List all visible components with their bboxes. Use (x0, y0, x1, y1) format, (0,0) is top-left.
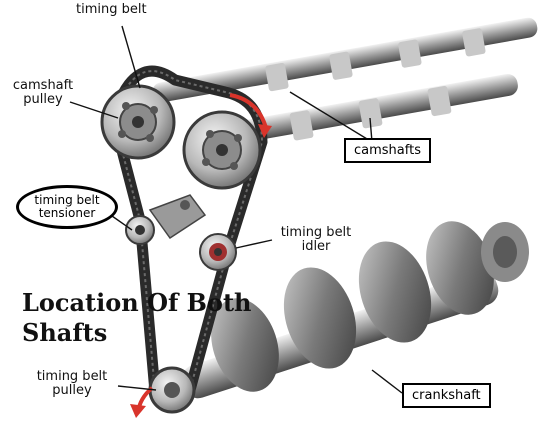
label-tensioner-line1: timing belt (34, 193, 100, 207)
label-bottom-pulley: timing belt pulley (28, 370, 116, 398)
leader-camshaft-pulley (69, 101, 119, 119)
heading-line2: Shafts (22, 318, 108, 347)
rotation-arrowhead-top (258, 124, 272, 138)
leader-bottom-pulley (117, 385, 157, 391)
camshaft-pulley-left (100, 84, 176, 160)
label-camshaft-pulley-line1: camshaft (12, 78, 74, 93)
leader-camshafts-1 (289, 91, 373, 143)
label-crankshaft: crankshaft (402, 383, 491, 408)
camshaft-lower (202, 73, 518, 149)
camshaft-pulley-right (182, 110, 262, 190)
label-timing-belt: timing belt (76, 2, 147, 17)
label-camshafts: camshafts (344, 138, 431, 163)
rotation-arrow-top (229, 93, 268, 129)
crank-pulley (148, 366, 196, 414)
rotation-arrowhead-bottom (130, 404, 146, 418)
label-tensioner-line2: tensioner (38, 206, 96, 220)
label-camshaft-pulley-line2: pulley (23, 92, 63, 107)
leader-idler (235, 239, 273, 249)
label-tensioner-oval: timing belt tensioner (16, 185, 118, 229)
leader-tensioner (111, 215, 133, 231)
crankshaft-body (181, 221, 529, 399)
label-bottom-pulley-line1: timing belt (36, 369, 108, 384)
camshaft-upper (152, 17, 538, 103)
label-bottom-pulley-line2: pulley (52, 383, 92, 398)
idler-pulley (199, 233, 237, 271)
diagram-heading: Location Of Both Shafts (22, 288, 251, 348)
leader-timing-belt (121, 25, 141, 89)
label-camshaft-pulley: camshaft pulley (8, 79, 78, 107)
label-idler: timing belt idler (274, 226, 358, 254)
label-idler-line1: timing belt (280, 225, 352, 240)
tensioner-assembly (125, 194, 207, 245)
heading-line1: Location Of Both (22, 288, 252, 317)
label-idler-line2: idler (301, 239, 331, 254)
leader-crankshaft (371, 369, 403, 394)
